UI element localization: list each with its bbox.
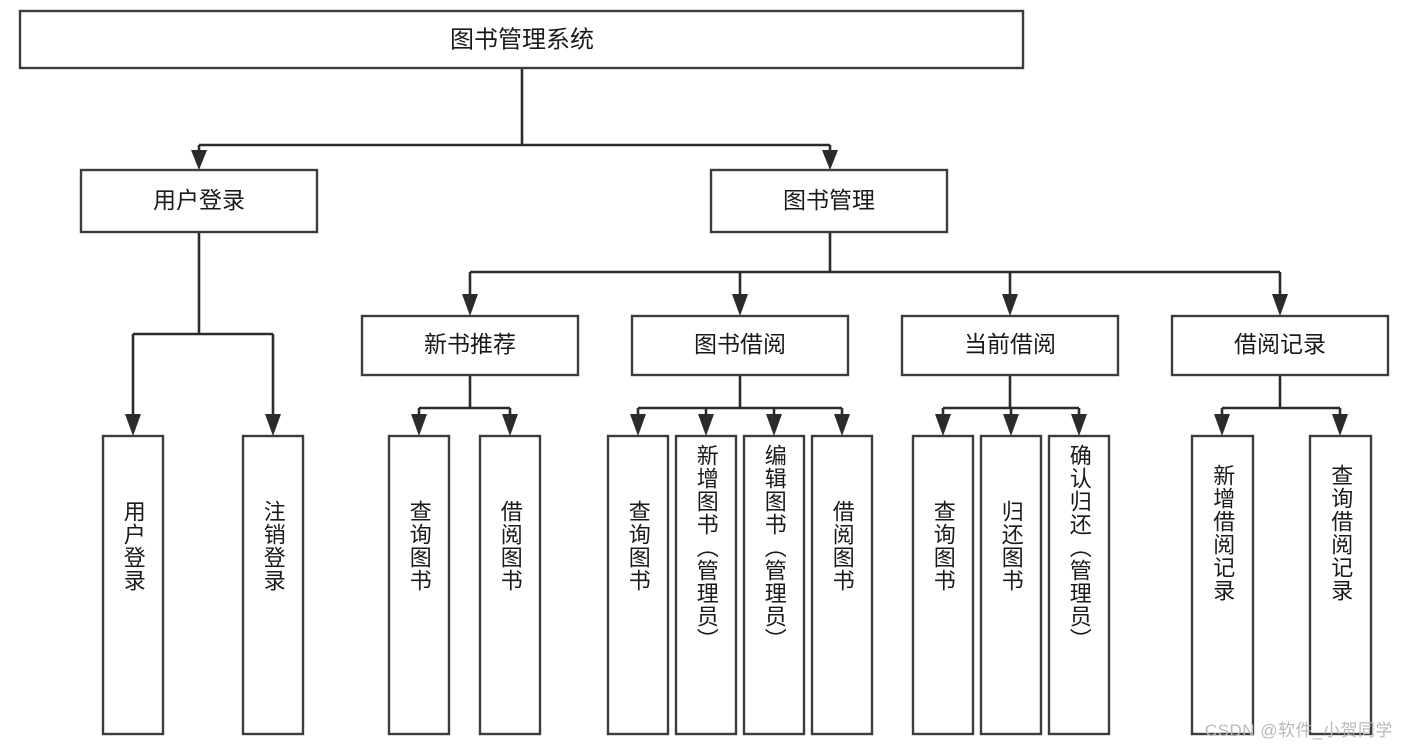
arrow-bm-to-new-book xyxy=(462,294,478,316)
arrow-nb-leaf1 xyxy=(411,414,427,436)
edge-group-root-to-level2 xyxy=(191,68,838,170)
leaf-box-new-book-0[interactable] xyxy=(387,434,451,736)
node-book-manage[interactable]: 图书管理 xyxy=(709,168,949,234)
arrow-nb-leaf2 xyxy=(502,414,518,436)
borrow-record-label: 借阅记录 xyxy=(1234,331,1326,357)
leaf-box-book-borrow-0[interactable] xyxy=(606,434,670,736)
book-manage-label: 图书管理 xyxy=(783,187,875,213)
arrow-bb-leaf2 xyxy=(698,414,714,436)
leaf-box-book-borrow-1[interactable] xyxy=(674,434,738,736)
book-manage-box[interactable] xyxy=(709,168,949,234)
leaf-box-current-borrow-1[interactable] xyxy=(979,434,1043,736)
leaf-box-borrow-record-1[interactable] xyxy=(1308,434,1373,736)
leaf-box-book-borrow-3[interactable] xyxy=(810,434,874,736)
arrow-root-to-user-login xyxy=(191,150,207,170)
arrow-bb-leaf4 xyxy=(834,414,850,436)
borrow-record-box[interactable] xyxy=(1170,314,1390,377)
leaf-box-current-borrow-0[interactable] xyxy=(911,434,975,736)
node-book-borrow[interactable]: 图书借阅 xyxy=(630,314,850,377)
new-book-recommend-box[interactable] xyxy=(360,314,580,377)
leaf-box-book-borrow-2[interactable] xyxy=(742,434,806,736)
leaf-boxes-borrow-record xyxy=(1190,434,1373,736)
current-borrow-label: 当前借阅 xyxy=(964,331,1056,357)
leaf-boxes-current-borrow xyxy=(911,434,1111,736)
arrow-br-leaf1 xyxy=(1214,414,1230,436)
node-new-book-recommend[interactable]: 新书推荐 xyxy=(360,314,580,377)
new-book-recommend-label: 新书推荐 xyxy=(424,331,516,357)
leaf-box-borrow-record-0[interactable] xyxy=(1190,434,1255,736)
leaf-boxes-book-borrow xyxy=(606,434,874,736)
arrow-bb-leaf3 xyxy=(766,414,782,436)
root-box[interactable] xyxy=(18,9,1025,70)
current-borrow-box[interactable] xyxy=(900,314,1120,377)
user-login-label: 用户登录 xyxy=(153,187,245,213)
node-borrow-record[interactable]: 借阅记录 xyxy=(1170,314,1390,377)
leaf-box-current-borrow-2[interactable] xyxy=(1047,434,1111,736)
node-root[interactable]: 图书管理系统 xyxy=(18,9,1025,70)
edge-group-book-borrow-to-leaves xyxy=(630,375,850,436)
arrow-br-leaf2 xyxy=(1332,414,1348,436)
edge-group-new-book-to-leaves xyxy=(411,375,518,436)
node-current-borrow[interactable]: 当前借阅 xyxy=(900,314,1120,377)
arrow-cb-leaf1 xyxy=(935,414,951,436)
leaf-box-user-login-0[interactable] xyxy=(101,434,165,736)
csdn-watermark: CSDN @软件_小贺同学 xyxy=(1204,721,1393,740)
edge-group-borrow-record-to-leaves xyxy=(1214,375,1348,436)
leaf-boxes-new-book-recommend xyxy=(387,434,542,736)
root-label: 图书管理系统 xyxy=(450,26,594,53)
edge-group-book-manage-to-level3 xyxy=(462,232,1288,316)
book-borrow-box[interactable] xyxy=(630,314,850,377)
edge-group-user-login-to-leaves xyxy=(125,232,281,436)
leaf-box-user-login-1[interactable] xyxy=(241,434,305,736)
arrow-bm-to-borrow-record xyxy=(1272,294,1288,316)
leaf-box-new-book-1[interactable] xyxy=(478,434,542,736)
arrow-user-login-leaf1 xyxy=(125,414,141,436)
arrow-bm-to-book-borrow xyxy=(732,294,748,316)
node-user-login[interactable]: 用户登录 xyxy=(79,168,319,234)
arrow-user-login-leaf2 xyxy=(265,414,281,436)
arrow-bm-to-current-borrow xyxy=(1002,294,1018,316)
user-login-box[interactable] xyxy=(79,168,319,234)
arrow-cb-leaf2 xyxy=(1003,414,1019,436)
book-borrow-label: 图书借阅 xyxy=(694,331,786,357)
leaf-boxes-user-login xyxy=(101,434,305,736)
arrow-bb-leaf1 xyxy=(630,414,646,436)
edge-group-current-borrow-to-leaves xyxy=(935,375,1087,436)
arrow-cb-leaf3 xyxy=(1071,414,1087,436)
arrow-root-to-book-manage xyxy=(822,150,838,170)
